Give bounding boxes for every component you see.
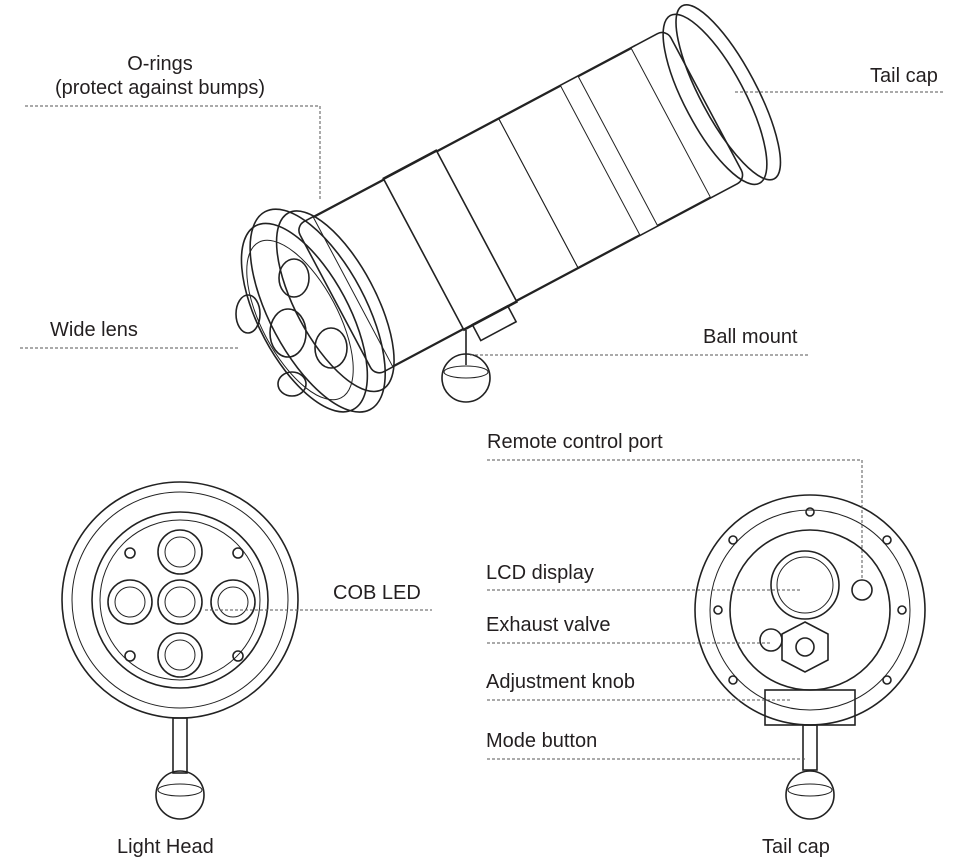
label-adjustment-knob: Adjustment knob: [486, 671, 635, 693]
label-wide-lens: Wide lens: [50, 319, 138, 341]
label-o-rings: O-rings (protect against bumps): [25, 52, 295, 100]
label-exhaust-valve: Exhaust valve: [486, 614, 611, 636]
lcd-display: [770, 550, 840, 620]
mode-button: [802, 724, 818, 771]
tail-cap: [662, 13, 768, 186]
o-rings-note: (protect against bumps): [54, 77, 266, 99]
remote-control-port: [851, 579, 873, 601]
ball-mount: [441, 353, 491, 403]
front-leds: [235, 258, 348, 397]
wide-lens: [246, 239, 354, 401]
grip-ring-3: [577, 47, 711, 226]
grip-ring-1: [312, 179, 464, 367]
label-light-head: Light Head: [117, 836, 214, 858]
light-head-front-view: [61, 481, 299, 820]
flashlight-body: [240, 3, 782, 413]
label-cob-led: COB LED: [333, 582, 421, 604]
grip-ring-2: [498, 85, 641, 269]
label-mode-button: Mode button: [486, 730, 598, 752]
o-ring-head: [249, 208, 386, 413]
label-remote-control-port: Remote control port: [487, 431, 663, 453]
label-tail-cap-bottom: Tail cap: [762, 836, 830, 858]
adjustment-knob: [781, 621, 829, 673]
label-ball-mount: Ball mount: [703, 326, 798, 348]
label-tail-cap-top: Tail cap: [870, 65, 938, 87]
leader-lines: [20, 91, 945, 760]
exhaust-valve: [759, 628, 783, 652]
label-lcd-display: LCD display: [486, 562, 594, 584]
o-rings-title: O-rings: [127, 53, 193, 75]
tail-cap-rear-view: [694, 494, 926, 820]
